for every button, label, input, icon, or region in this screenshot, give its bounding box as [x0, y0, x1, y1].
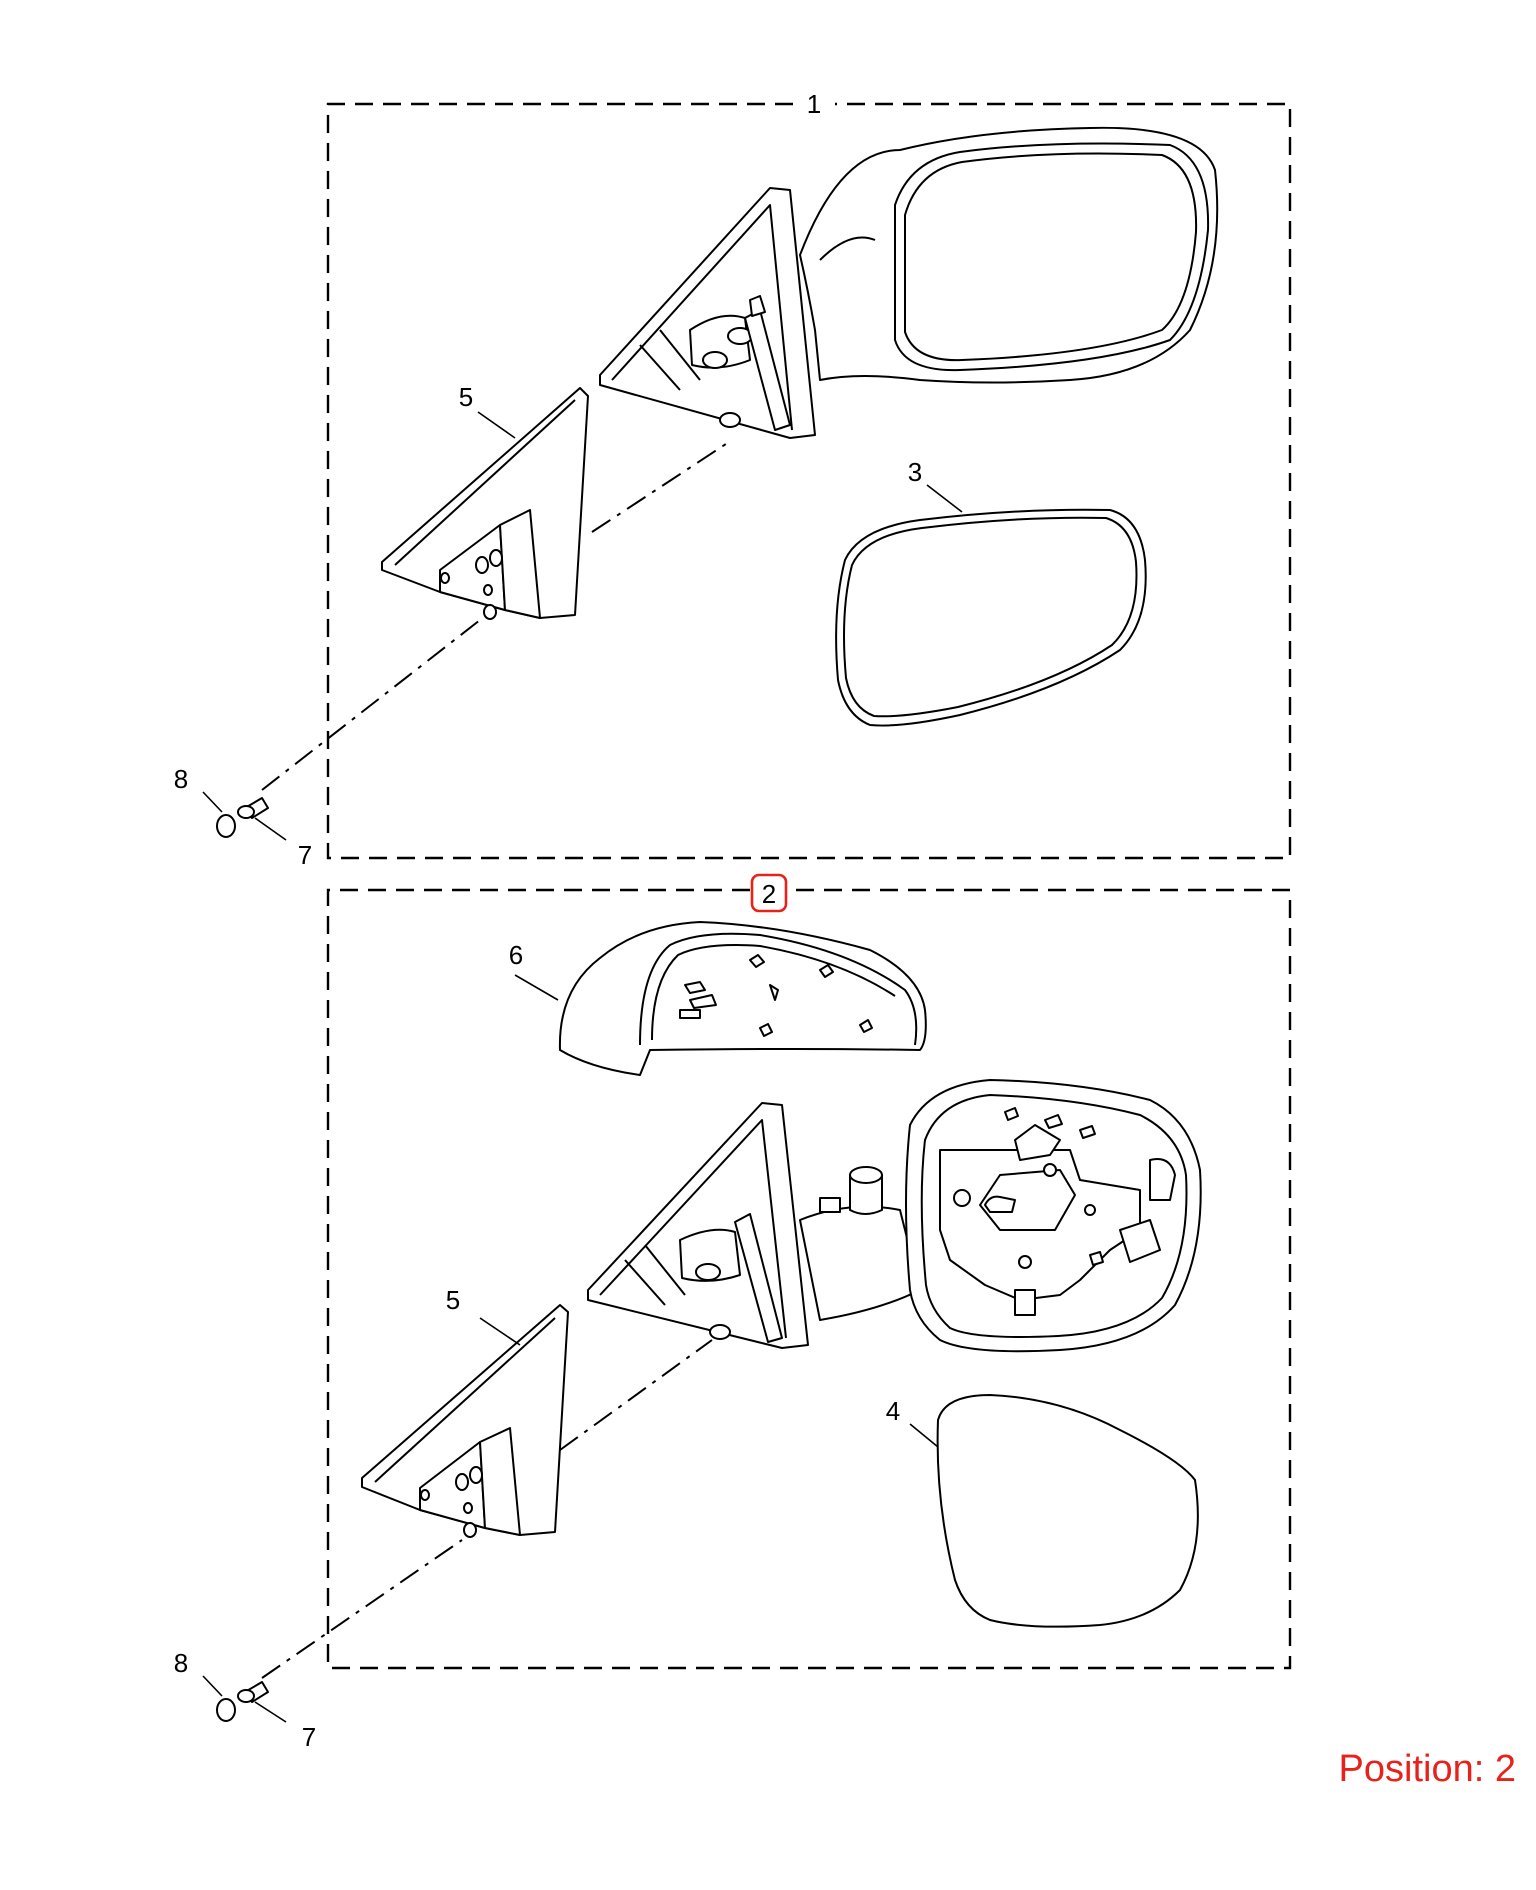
sail-trim-lower[interactable]: [361, 1304, 569, 1538]
leader-lines: [202, 411, 963, 1723]
callout-5-lower[interactable]: 5: [446, 1285, 460, 1315]
mirror-glass-upper[interactable]: [835, 508, 1147, 727]
assembly-group-2-frame: [326, 888, 1292, 1670]
callout-4[interactable]: 4: [886, 1396, 900, 1426]
mirror-cap[interactable]: [558, 921, 927, 1076]
callout-7-lower[interactable]: 7: [302, 1722, 316, 1752]
mirror-assembly-upper[interactable]: [599, 126, 1219, 439]
callout-8-upper[interactable]: 8: [174, 764, 188, 794]
callout-6[interactable]: 6: [509, 940, 523, 970]
bolt-lower[interactable]: [237, 1681, 269, 1703]
callout-3[interactable]: 3: [908, 457, 922, 487]
callout-7-upper[interactable]: 7: [298, 840, 312, 870]
assembly-group-1-frame: [326, 102, 1292, 860]
callout-2[interactable]: 2: [762, 879, 776, 909]
mirror-assembly-lower[interactable]: [587, 1079, 1202, 1353]
callout-2-highlight-box: [750, 873, 788, 913]
callout-8-lower[interactable]: 8: [174, 1648, 188, 1678]
washer-lower[interactable]: [216, 1698, 236, 1722]
position-label: Position: 2: [1338, 1748, 1516, 1790]
callout-1[interactable]: 1: [807, 89, 821, 119]
bolt-upper[interactable]: [237, 797, 269, 819]
callout-5-upper[interactable]: 5: [459, 382, 473, 412]
washer-upper[interactable]: [216, 814, 236, 838]
mirror-glass-lower[interactable]: [936, 1394, 1199, 1628]
sail-trim-upper[interactable]: [381, 387, 589, 620]
